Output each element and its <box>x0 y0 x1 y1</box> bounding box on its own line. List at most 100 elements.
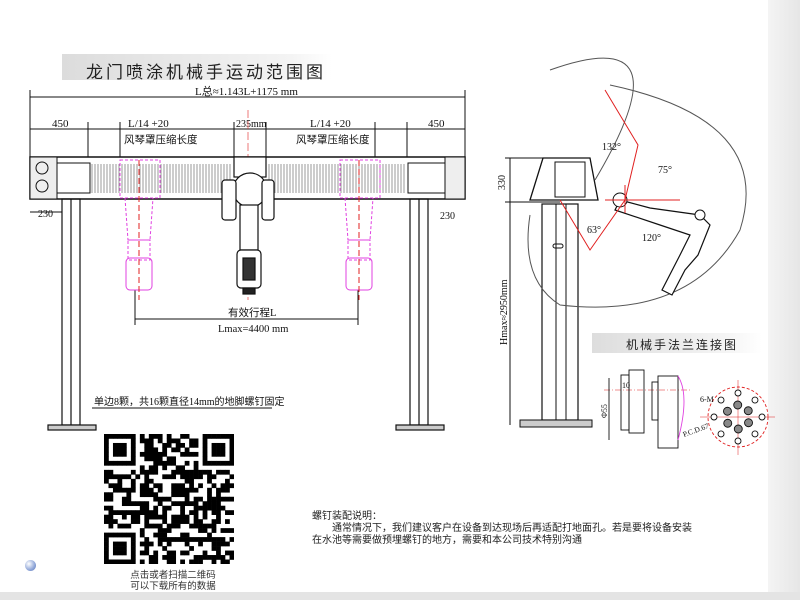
qr-module <box>104 492 109 498</box>
qr-module <box>193 537 199 542</box>
qr-module <box>130 532 136 538</box>
qr-module <box>130 559 136 564</box>
qr-module <box>198 541 203 547</box>
qr-module <box>148 469 154 475</box>
qr-module <box>189 474 194 480</box>
qr-module <box>220 528 226 533</box>
qr-module <box>139 505 145 511</box>
qr-module <box>225 528 230 533</box>
title-banner <box>62 54 332 80</box>
qr-module <box>166 523 172 529</box>
qr-module <box>148 559 154 564</box>
qr-module <box>180 469 185 475</box>
qr-module <box>104 514 109 520</box>
qr-module <box>175 483 181 489</box>
qr-module <box>193 501 199 507</box>
qr-module <box>144 442 150 448</box>
qr-module <box>139 438 145 444</box>
qr-module <box>121 487 127 493</box>
qr-module <box>126 487 132 493</box>
qr-module <box>175 442 181 448</box>
qr-module <box>198 483 203 489</box>
qr-module <box>144 501 150 507</box>
qr-module <box>157 537 163 542</box>
qr-module <box>108 559 114 564</box>
qr-module <box>144 438 150 444</box>
qr-module <box>112 559 118 564</box>
qr-module <box>229 528 234 533</box>
qr-module <box>162 555 168 560</box>
qr-module <box>162 528 168 533</box>
qr-module <box>225 460 230 466</box>
qr-module <box>211 519 217 524</box>
qr-module <box>148 434 154 439</box>
note-line-2: 在水池等需要做预埋螺钉的地方，需要和本公司技术特别沟通 <box>312 535 582 546</box>
qr-module <box>130 434 136 439</box>
qr-module <box>202 442 208 448</box>
qr-module <box>211 546 217 551</box>
qr-module <box>225 487 230 493</box>
qr-module <box>216 550 221 556</box>
qr-module <box>112 546 118 551</box>
qr-module <box>202 447 208 453</box>
qr-module <box>144 546 150 551</box>
qr-module <box>144 510 150 515</box>
qr-module <box>126 434 132 439</box>
robot-range-left <box>119 159 161 300</box>
qr-module <box>175 523 181 529</box>
screw-assembly-note: 螺钉装配说明： 通常情况下，我们建议客户在设备到达现场后再适配打地面孔。若是要将… <box>312 511 772 547</box>
qr-module <box>148 438 154 444</box>
qr-module <box>189 483 194 489</box>
qr-module <box>117 550 123 556</box>
qr-module <box>144 537 150 542</box>
qr-module <box>211 510 217 515</box>
qr-module <box>126 496 132 502</box>
qr-module <box>202 451 208 457</box>
qr-module <box>202 438 208 444</box>
qr-module <box>180 474 185 480</box>
qr-module <box>180 487 185 493</box>
qr-module <box>225 483 230 489</box>
qr-module <box>108 434 114 439</box>
qr-module <box>121 510 127 515</box>
qr-module <box>117 510 123 515</box>
qr-module <box>180 501 185 507</box>
qr-module <box>130 483 136 489</box>
qr-module <box>202 501 208 507</box>
qr-module <box>202 523 208 529</box>
qr-module <box>157 460 163 466</box>
download-qr-code[interactable] <box>104 434 234 564</box>
qr-module <box>104 550 109 556</box>
qr-module <box>148 487 154 493</box>
qr-module <box>153 532 159 538</box>
qr-module <box>211 541 217 547</box>
qr-module <box>144 483 150 489</box>
qr-module <box>166 537 172 542</box>
qr-caption: 点击或者扫描二维码 可以下载所有的数据 <box>108 570 238 592</box>
nav-dot-button[interactable] <box>25 560 36 571</box>
qr-module <box>121 447 127 453</box>
qr-module <box>193 451 199 457</box>
qr-module <box>184 447 190 453</box>
qr-module <box>171 559 177 564</box>
qr-module <box>166 541 172 547</box>
qr-module <box>104 555 109 560</box>
qr-module <box>229 483 234 489</box>
qr-module <box>211 555 217 560</box>
qr-module <box>144 492 150 498</box>
qr-module <box>220 496 226 502</box>
qr-module <box>117 559 123 564</box>
qr-module <box>198 474 203 480</box>
note-line-1: 通常情况下，我们建议客户在设备到达现场后再适配打地面孔。若是要将设备安装 <box>332 523 692 534</box>
qr-module <box>184 537 190 542</box>
qr-module <box>184 474 190 480</box>
qr-module <box>166 456 172 462</box>
qr-module <box>229 451 234 457</box>
qr-module <box>193 474 199 480</box>
qr-module <box>104 447 109 453</box>
qr-module <box>148 447 154 453</box>
qr-module <box>104 456 109 462</box>
qr-module <box>153 559 159 564</box>
qr-module <box>184 469 190 475</box>
qr-module <box>180 514 185 520</box>
